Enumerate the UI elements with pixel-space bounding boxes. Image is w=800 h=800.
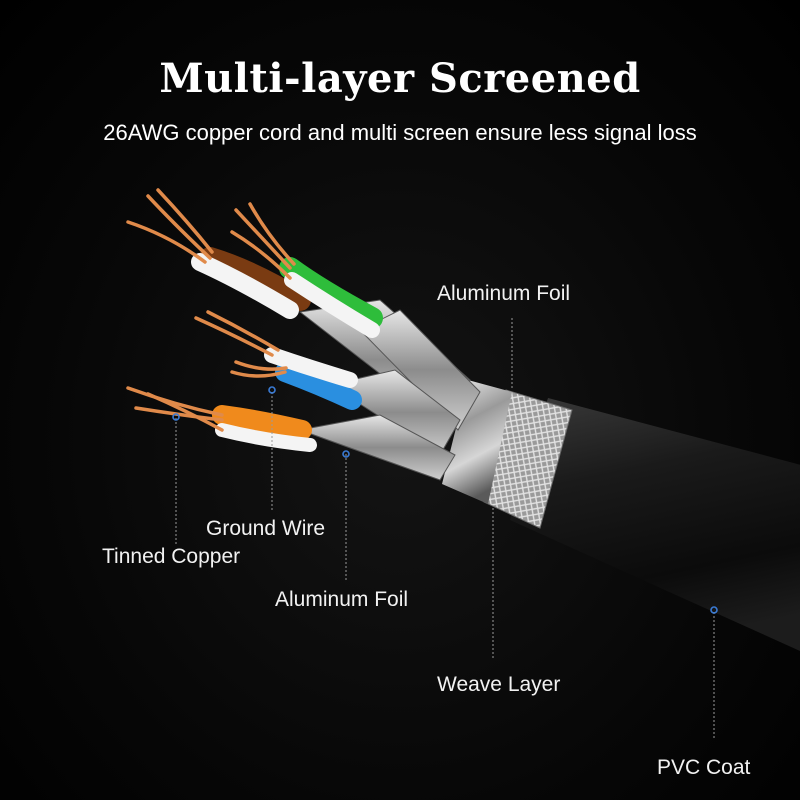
label-pvc-coat: PVC Coat [657, 756, 751, 779]
page-title: Multi-layer Screened [159, 55, 641, 102]
wire-green [279, 257, 383, 329]
label-aluminum-foil-bottom: Aluminum Foil [275, 588, 409, 611]
label-tinned-copper: Tinned Copper [102, 545, 241, 568]
leader-lines [175, 318, 715, 740]
outer-foil-ring [442, 380, 512, 504]
pvc-jacket [510, 398, 800, 651]
leader-dots [172, 386, 718, 614]
copper-strands [126, 188, 296, 432]
wire-orange [212, 405, 312, 440]
label-aluminum-foil-top: Aluminum Foil [437, 282, 571, 305]
page-subtitle: 26AWG copper cord and multi screen ensur… [103, 120, 697, 145]
weave-layer [484, 390, 572, 528]
label-weave-layer: Weave Layer [437, 673, 561, 696]
pair-foil-4 [298, 414, 456, 481]
label-ground-wire: Ground Wire [206, 517, 326, 540]
wire-blue [275, 362, 362, 410]
